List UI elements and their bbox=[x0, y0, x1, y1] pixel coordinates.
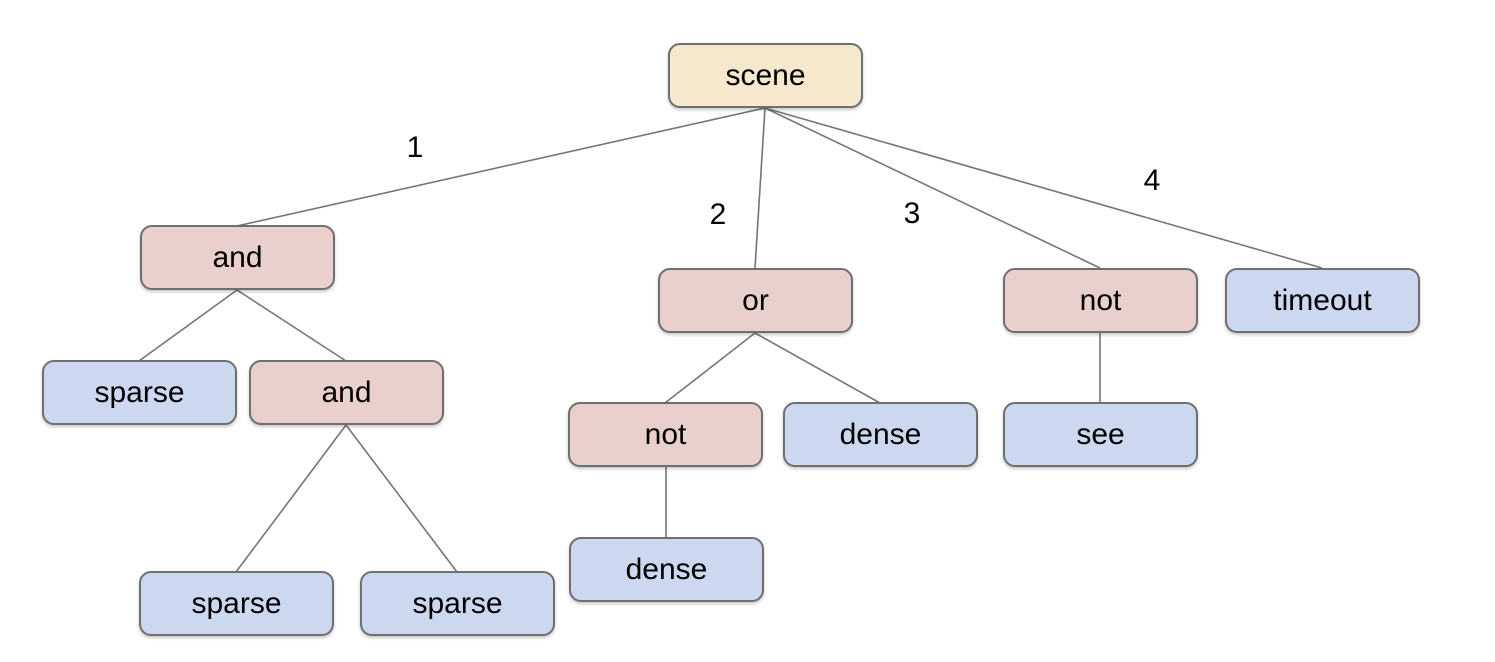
node-timeout: timeout bbox=[1225, 268, 1420, 333]
edge-and-sparse bbox=[138, 289, 238, 362]
node-not-2: not bbox=[568, 402, 763, 467]
node-not: not bbox=[1003, 268, 1198, 333]
edge-and-and bbox=[236, 289, 347, 362]
edge-scene-timeout bbox=[764, 107, 1323, 269]
node-see: see bbox=[1003, 402, 1198, 467]
node-sparse-1: sparse bbox=[42, 360, 237, 425]
edge-or-not bbox=[664, 332, 756, 404]
node-dense-2: dense bbox=[569, 537, 764, 602]
edge-and2-sparse2 bbox=[235, 424, 347, 573]
edge-scene-or bbox=[754, 107, 766, 269]
node-sparse-2: sparse bbox=[139, 571, 334, 636]
node-sparse-3: sparse bbox=[360, 571, 555, 636]
edge-label-2: 2 bbox=[709, 198, 727, 231]
node-and-2: and bbox=[249, 360, 444, 425]
edge-label-3: 3 bbox=[903, 197, 921, 230]
edge-scene-not bbox=[764, 107, 1101, 269]
node-and: and bbox=[140, 225, 335, 290]
edge-label-4: 4 bbox=[1143, 164, 1161, 197]
edge-and2-sparse3 bbox=[345, 424, 458, 573]
edge-or-dense bbox=[754, 332, 881, 404]
node-scene: scene bbox=[668, 43, 863, 108]
edge-label-1: 1 bbox=[406, 131, 424, 164]
node-dense-1: dense bbox=[783, 402, 978, 467]
edge-scene-and bbox=[236, 107, 766, 227]
node-or: or bbox=[658, 268, 853, 333]
